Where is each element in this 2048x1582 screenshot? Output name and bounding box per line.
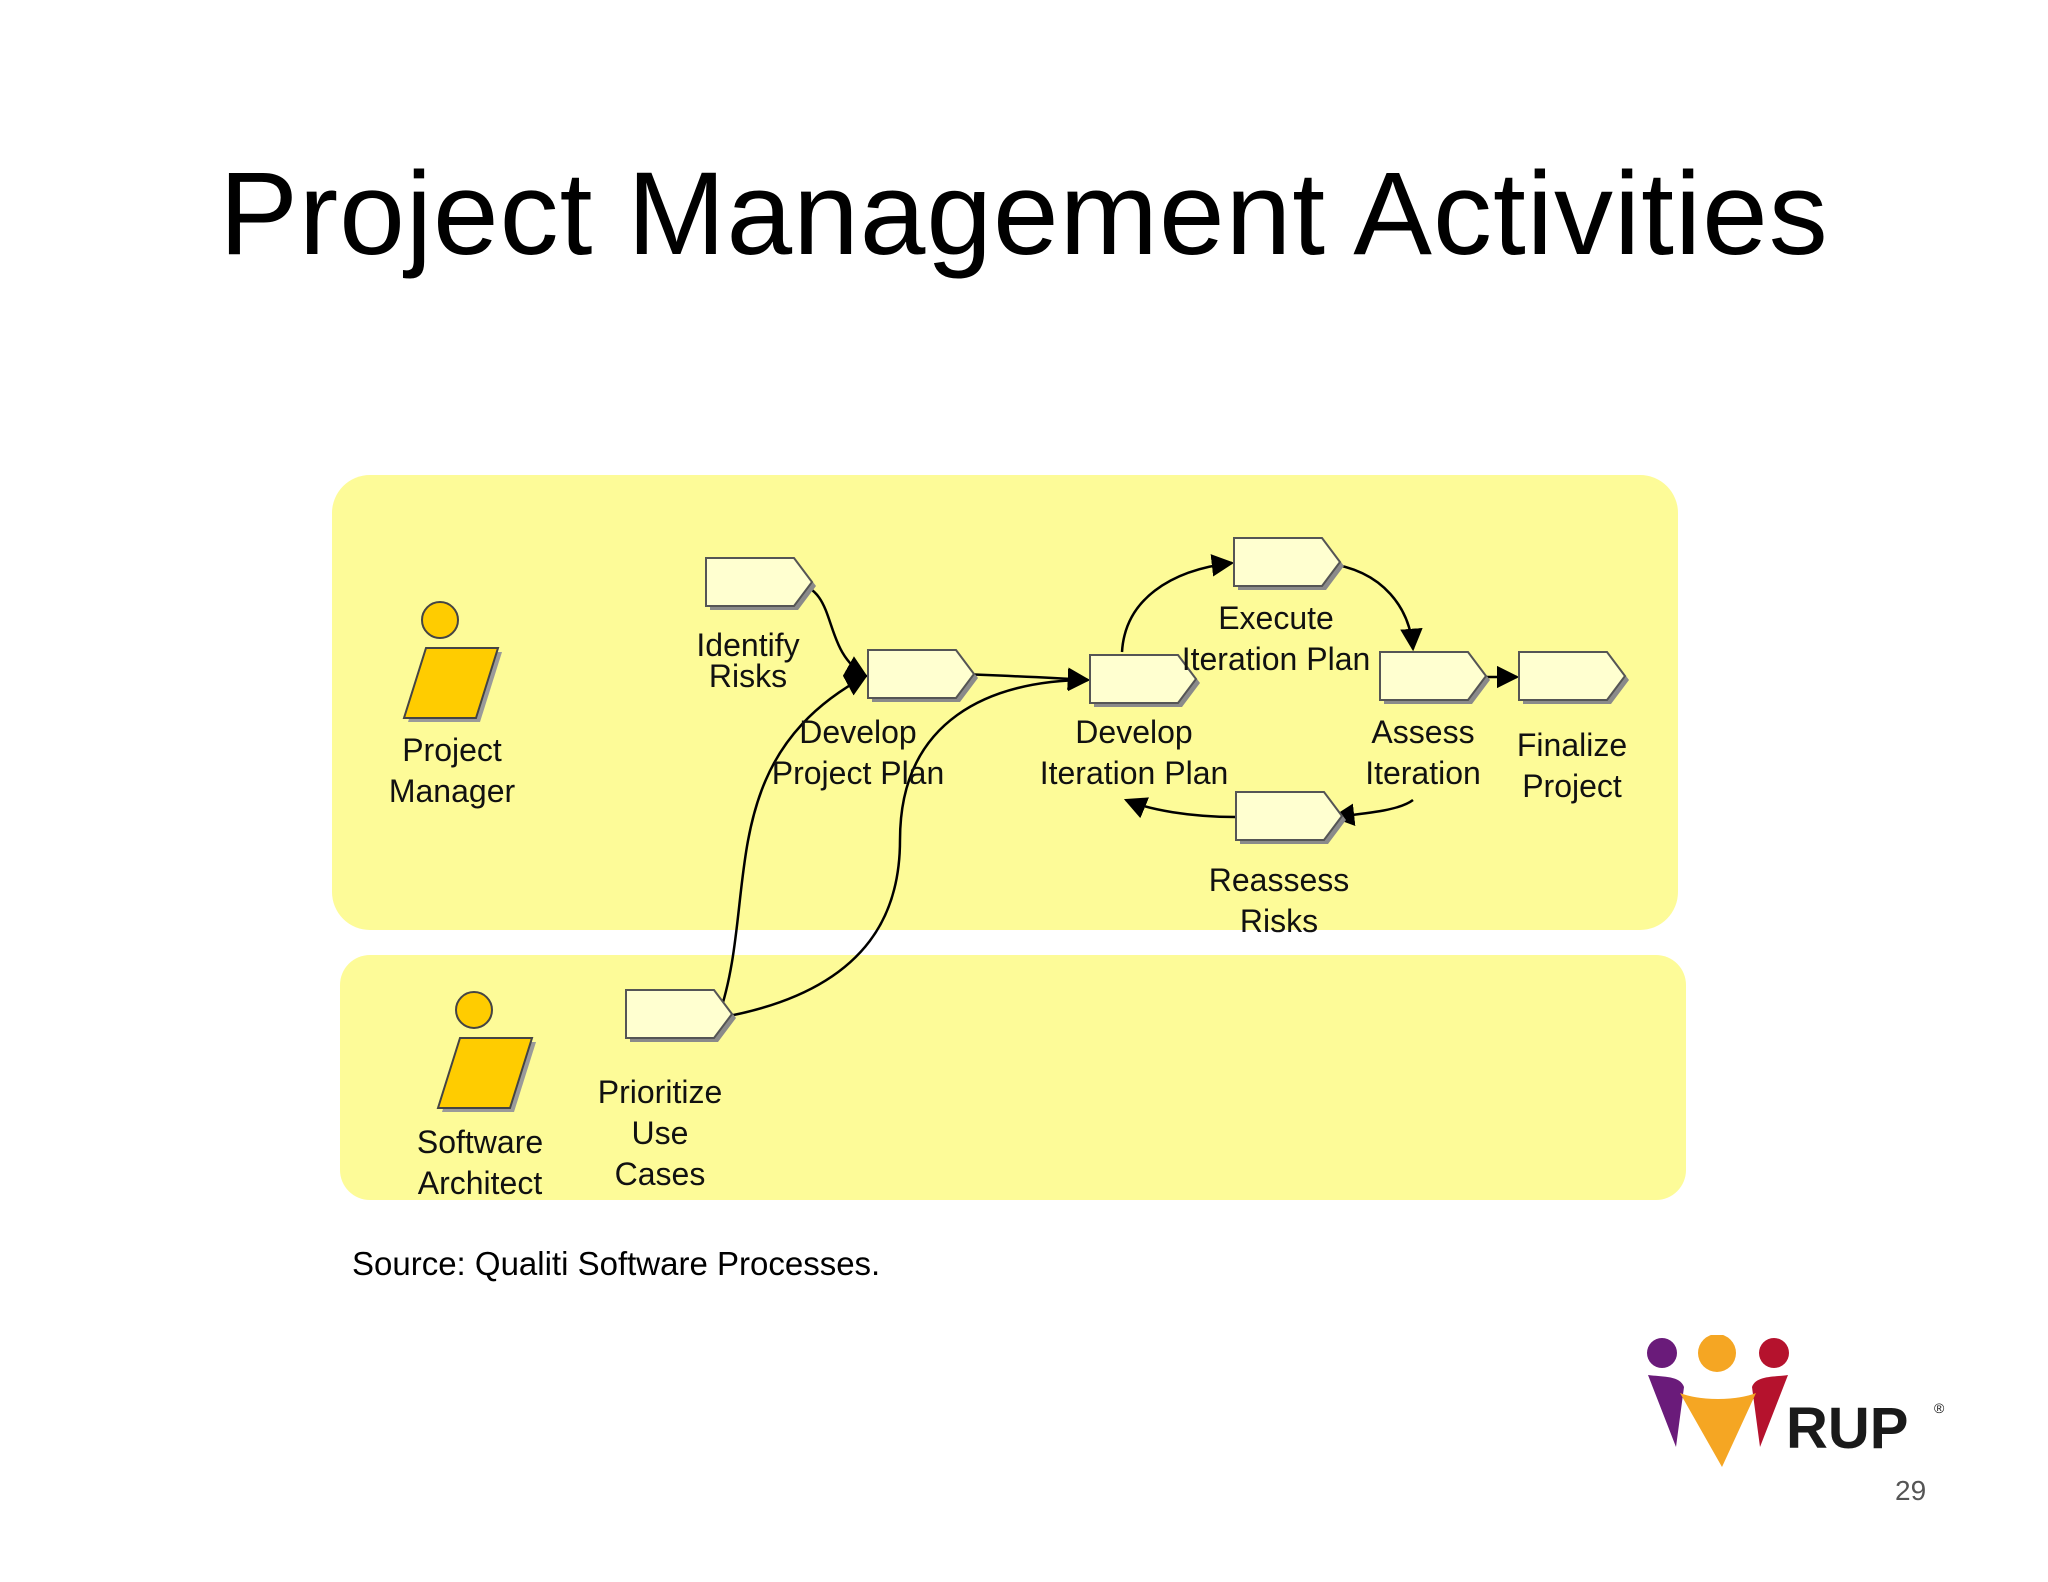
develop-project-plan-activity-icon <box>867 649 979 703</box>
prioritize-use-cases-label: Prioritize Use Cases <box>597 1074 723 1192</box>
source-caption: Source: Qualiti Software Processes. <box>352 1245 881 1282</box>
flow-prioritize-to-develop-project <box>716 674 868 1019</box>
rup-logo: RUP ® <box>1647 1335 1945 1467</box>
rup-logo-registered-mark: ® <box>1934 1400 1945 1416</box>
project-manager-label: Project Manager <box>388 732 516 809</box>
rup-logo-text: RUP <box>1786 1396 1908 1461</box>
assess-iteration-activity-icon <box>1379 651 1491 705</box>
finalize-project-activity-icon <box>1518 651 1630 705</box>
execute-iteration-plan-label: Execute Iteration Plan <box>1181 600 1371 677</box>
flow-execute-to-assess <box>1324 561 1423 652</box>
flow-reassess-to-develop-iteration <box>1123 797 1237 819</box>
flow-develop-iteration-to-execute <box>1120 554 1235 653</box>
flow-assess-to-reassess <box>1331 798 1414 826</box>
swimlane-software-architect <box>340 955 1686 1200</box>
assess-iteration-label: Assess Iteration <box>1365 714 1481 791</box>
page-number: 29 <box>1895 1475 1927 1506</box>
slide-title: Project Management Activities <box>219 148 1829 280</box>
software-architect-label: Software Architect <box>416 1124 544 1201</box>
flow-develop-project-to-iteration <box>959 667 1091 690</box>
software-architect-icon <box>437 991 537 1113</box>
execute-iteration-plan-activity-icon <box>1233 537 1345 591</box>
identify-risks-activity-icon <box>705 557 817 611</box>
reassess-risks-activity-icon <box>1235 791 1347 845</box>
project-manager-icon <box>403 601 503 723</box>
flow-prioritize-to-develop-iteration <box>717 668 1091 1020</box>
finalize-project-label: Finalize Project <box>1516 727 1628 804</box>
prioritize-use-cases-activity-icon <box>625 989 737 1043</box>
identify-risks-label: Identify Risks <box>696 627 800 694</box>
develop-project-plan-label: Develop Project Plan <box>771 714 945 791</box>
reassess-risks-label: Reassess Risks <box>1208 862 1350 939</box>
develop-iteration-plan-label: Develop Iteration Plan <box>1039 714 1229 791</box>
